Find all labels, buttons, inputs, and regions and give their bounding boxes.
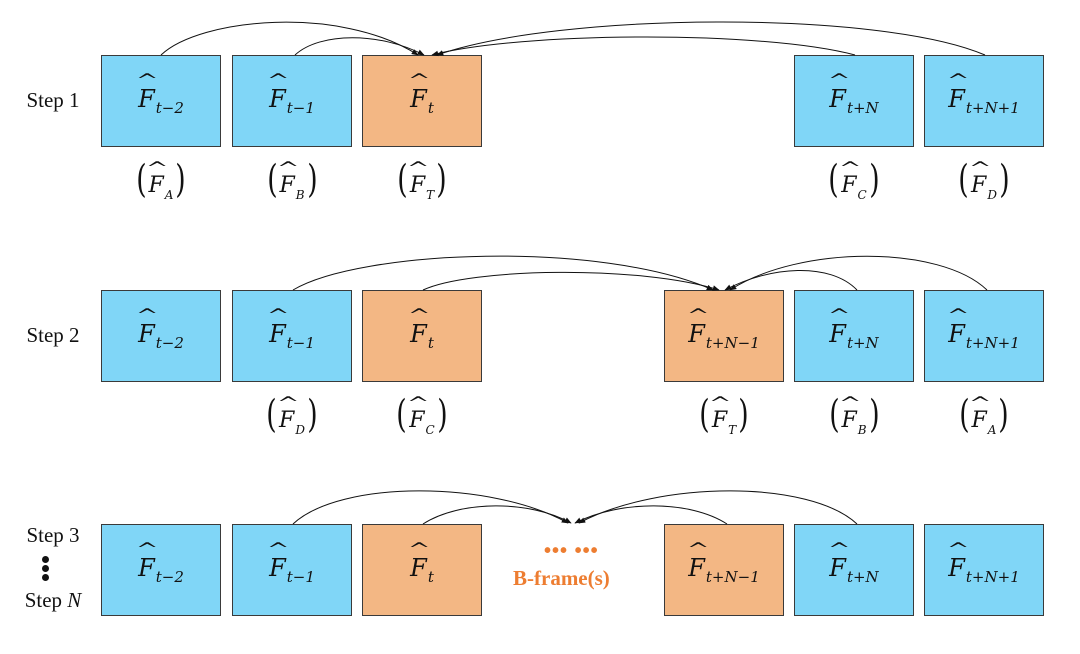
frame-symbol: F — [688, 554, 705, 582]
vertical-ellipsis-icon — [42, 556, 50, 583]
frame-subscript: t−2 — [155, 568, 184, 586]
frame-subscript: t+N+1 — [965, 99, 1020, 117]
frame-symbol: F — [138, 320, 155, 348]
frame-symbol: F — [948, 554, 965, 582]
arrow-step2-from-t-plus-n — [724, 270, 858, 291]
frame-subscript: t+N — [846, 568, 879, 586]
frame-subscript: t — [427, 99, 434, 117]
step2-frame-t-plus-n-minus-1: Ft+N−1 — [664, 290, 784, 382]
frame-subscript: t+N+1 — [965, 334, 1020, 352]
frame-symbol: F — [829, 85, 846, 113]
bframe-ellipsis: ••• ••• — [544, 540, 599, 562]
step3-frame-t-minus-2: Ft−2 — [101, 524, 221, 616]
step3-frame-t-plus-n-plus-1: Ft+N+1 — [924, 524, 1044, 616]
arrow-step3-from-t-plus-n-minus-1 — [574, 505, 728, 525]
step3-frame-t-plus-n-minus-1: Ft+N−1 — [664, 524, 784, 616]
step2-role-c: (FC) — [362, 392, 482, 440]
frame-symbol: F — [410, 320, 427, 348]
step-n-variable: N — [67, 588, 82, 612]
frame-subscript: t+N — [846, 99, 879, 117]
step2-role-b: (FB) — [794, 392, 914, 440]
frame-symbol: F — [138, 554, 155, 582]
step-3-label: Step 3 — [26, 523, 80, 547]
step1-role-d: (FD) — [924, 157, 1044, 205]
step1-role-t: (FT) — [362, 157, 482, 205]
step2-frame-t-minus-1: Ft−1 — [232, 290, 352, 382]
step1-role-c: (FC) — [794, 157, 914, 205]
step-1-label: Step 1 — [26, 88, 80, 112]
frame-symbol: F — [948, 320, 965, 348]
frame-subscript: t+N+1 — [965, 568, 1020, 586]
frame-symbol: F — [269, 554, 286, 582]
frame-subscript: t−1 — [286, 99, 315, 117]
frame-symbol: F — [410, 554, 427, 582]
frame-symbol: F — [948, 85, 965, 113]
step3-frame-t-plus-n: Ft+N — [794, 524, 914, 616]
arrow-step1-from-t-minus-1 — [294, 37, 425, 56]
step-n-word: Step — [24, 588, 63, 612]
arrow-step1-from-t-minus-2 — [160, 21, 419, 56]
step-n-label: Step N — [13, 588, 93, 613]
arrow-step3-from-t-minus-1 — [292, 490, 569, 525]
step2-frame-t-plus-n-plus-1: Ft+N+1 — [924, 290, 1044, 382]
step1-frame-t-minus-1: Ft−1 — [232, 55, 352, 147]
frame-subscript: t+N−1 — [705, 568, 760, 586]
step3-frame-t-minus-1: Ft−1 — [232, 524, 352, 616]
step2-role-t: (FT) — [664, 392, 784, 440]
frame-symbol: F — [688, 320, 705, 348]
frame-symbol: F — [269, 85, 286, 113]
frame-subscript: t−1 — [286, 568, 315, 586]
step1-frame-t-minus-2: Ft−2 — [101, 55, 221, 147]
arrow-step2-from-t-plus-n-plus-1 — [729, 255, 988, 291]
step2-frame-t-minus-2: Ft−2 — [101, 290, 221, 382]
frame-subscript: t+N−1 — [705, 334, 760, 352]
frame-subscript: t−1 — [286, 334, 315, 352]
step1-role-a: (FA) — [101, 157, 221, 205]
frame-subscript: t — [427, 334, 434, 352]
step-2-label: Step 2 — [26, 323, 80, 347]
arrow-step1-from-t-plus-n-plus-1 — [436, 21, 986, 56]
frame-subscript: t — [427, 568, 434, 586]
arrow-step3-from-t-plus-n — [578, 490, 858, 525]
frame-subscript: t+N — [846, 334, 879, 352]
frame-symbol: F — [829, 320, 846, 348]
step1-frame-t: Ft — [362, 55, 482, 147]
step1-role-b: (FB) — [232, 157, 352, 205]
step2-frame-t: Ft — [362, 290, 482, 382]
frame-symbol: F — [829, 554, 846, 582]
step1-frame-t-plus-n: Ft+N — [794, 55, 914, 147]
arrow-step2-from-t-minus-1 — [292, 255, 714, 291]
step2-role-a: (FA) — [924, 392, 1044, 440]
step3-frame-t: Ft — [362, 524, 482, 616]
step2-role-d: (FD) — [232, 392, 352, 440]
frame-subscript: t−2 — [155, 99, 184, 117]
arrow-step3-from-t — [422, 505, 572, 525]
arrow-step2-from-t — [422, 271, 720, 291]
frame-symbol: F — [410, 85, 427, 113]
step1-frame-t-plus-n-plus-1: Ft+N+1 — [924, 55, 1044, 147]
arrow-step1-from-t-plus-n — [431, 36, 856, 57]
frame-symbol: F — [269, 320, 286, 348]
bframe-label: B-frame(s) — [513, 566, 610, 590]
frame-symbol: F — [138, 85, 155, 113]
frame-subscript: t−2 — [155, 334, 184, 352]
step2-frame-t-plus-n: Ft+N — [794, 290, 914, 382]
